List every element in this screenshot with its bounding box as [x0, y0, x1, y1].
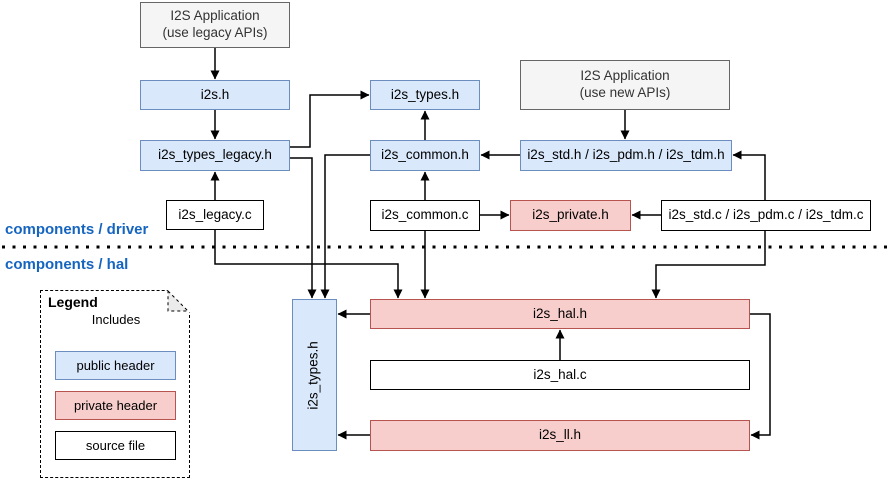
legend-item-public-header: public header [55, 351, 176, 380]
i2s-types-legacy-h-label: i2s_types_legacy.h [158, 147, 272, 163]
app-legacy-label: I2S Application(use legacy APIs) [162, 8, 268, 40]
i2s-std-pdm-tdm-h-node: i2s_std.h / i2s_pdm.h / i2s_tdm.h [520, 140, 732, 171]
i2s-common-h-label: i2s_common.h [381, 147, 469, 163]
i2s-common-c-label: i2s_common.c [381, 207, 469, 223]
i2s-hal-c-node: i2s_hal.c [370, 360, 750, 390]
legend-includes-label: Includes [91, 312, 141, 327]
app-legacy-node: I2S Application(use legacy APIs) [140, 2, 290, 48]
section-label-components-driver: components / driver [5, 221, 149, 238]
section-label-components-hal: components / hal [5, 256, 129, 273]
i2s-types-h-driver-node: i2s_types.h [370, 80, 480, 110]
i2s-common-h-node: i2s_common.h [370, 140, 480, 171]
i2s-private-h-label: i2s_private.h [532, 207, 609, 223]
i2s-std-pdm-tdm-c-label: i2s_std.c / i2s_pdm.c / i2s_tdm.c [668, 207, 864, 223]
i2s-legacy-c-label: i2s_legacy.c [178, 206, 252, 222]
legend-item-source-file: source file [55, 431, 176, 460]
i2s-legacy-c-node: i2s_legacy.c [166, 200, 264, 230]
edge-i2s-std-pdm-tdm-c-to-i2s-hal-h [651, 231, 766, 299]
app-new-node: I2S Application(use new APIs) [520, 60, 730, 110]
i2s-h-node: i2s.h [140, 80, 290, 110]
i2s-std-pdm-tdm-c-node: i2s_std.c / i2s_pdm.c / i2s_tdm.c [661, 200, 871, 231]
i2s-types-h-driver-label: i2s_types.h [390, 86, 460, 102]
i2s-types-h-hal-node: i2s_types.h [292, 299, 337, 451]
legend-item-private-header: private header [55, 391, 176, 420]
legend-title: Legend [48, 294, 98, 310]
i2s-types-legacy-h-node: i2s_types_legacy.h [140, 140, 290, 171]
i2s-types-h-hal-label: i2s_types.h [306, 340, 322, 410]
i2s-common-c-node: i2s_common.c [370, 200, 480, 231]
i2s-hal-c-label: i2s_hal.c [533, 366, 587, 382]
i2s-hal-h-node: i2s_hal.h [370, 299, 750, 329]
app-new-label: I2S Application(use new APIs) [579, 68, 671, 100]
note-fold-corner-icon [167, 290, 190, 313]
i2s-private-h-node: i2s_private.h [510, 200, 631, 231]
edge-i2s-hal-h-to-i2s-ll-h [750, 313, 771, 440]
i2s-hal-h-label: i2s_hal.h [532, 305, 588, 321]
i2s-ll-h-node: i2s_ll.h [370, 420, 750, 451]
i2s-std-pdm-tdm-h-label: i2s_std.h / i2s_pdm.h / i2s_tdm.h [527, 147, 725, 163]
edge-i2s-types-legacy-h-to-i2s-types-h-hal [290, 157, 317, 299]
edge-i2s-common-h-to-i2s-types-h-hal [320, 154, 370, 299]
i2s-ll-h-label: i2s_ll.h [538, 427, 582, 443]
i2s-h-label: i2s.h [200, 86, 230, 102]
legend-panel: Legend Includes public header private he… [40, 290, 190, 478]
edge-i2s-types-legacy-h-to-i2s-types-h-driver [290, 90, 370, 148]
edge-i2s-std-pdm-tdm-c-to-i2s-std-pdm-tdm-h [732, 150, 766, 200]
edge-i2s-legacy-c-to-i2s-hal-h [214, 230, 403, 299]
